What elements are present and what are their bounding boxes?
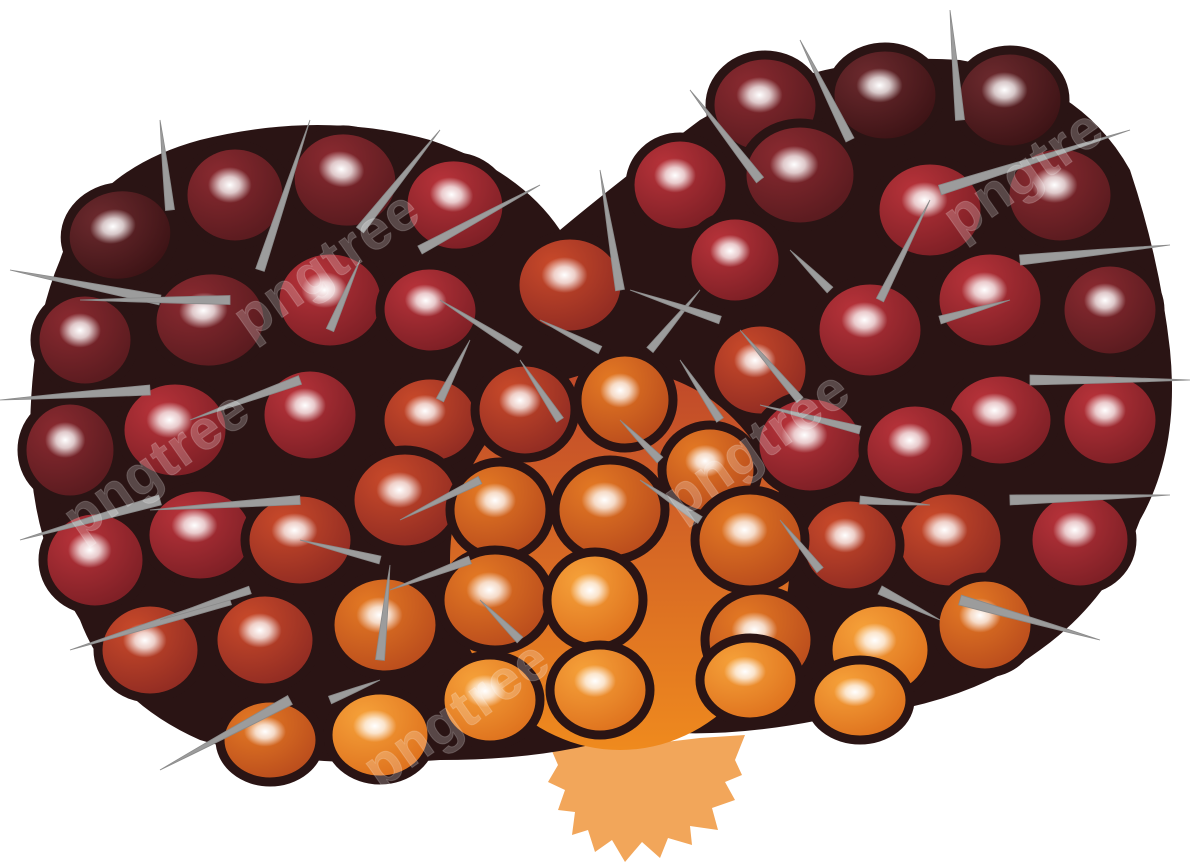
spine-thorn — [355, 129, 441, 234]
spine-thorn — [759, 404, 862, 435]
spine-thorn — [938, 299, 1011, 325]
palm-fruit — [795, 492, 905, 598]
spine-thorn — [159, 585, 252, 621]
palm-fruit-body — [542, 547, 648, 653]
spine-thorn — [619, 419, 664, 464]
spine-thorn — [958, 594, 1101, 641]
spine-thorn — [417, 184, 541, 255]
palm-fruit — [510, 230, 630, 340]
spine-thorn — [859, 495, 931, 506]
spine-thorn — [639, 479, 703, 524]
spine-thorn — [439, 299, 523, 354]
spine-thorn — [399, 475, 483, 521]
palm-fruit — [1055, 367, 1165, 473]
spine-thorn — [539, 319, 603, 355]
spine-thorn — [799, 39, 855, 143]
palm-fruit-body — [572, 347, 678, 453]
spine-cluster — [0, 9, 1191, 771]
spine-thorn — [255, 119, 311, 272]
stalk-shape — [545, 735, 745, 862]
palm-fruit-body — [510, 230, 630, 340]
palm-fruit-body — [470, 357, 580, 463]
palm-fruit — [445, 457, 555, 563]
spine-thorn — [875, 199, 931, 303]
spine-thorn — [877, 585, 941, 621]
spine-thorn — [599, 169, 625, 292]
spine-thorn — [1029, 374, 1191, 386]
palm-fruit — [545, 640, 655, 740]
spine-thorn — [435, 339, 471, 403]
palm-fruit — [1055, 257, 1165, 363]
palm-fruit — [208, 587, 322, 693]
palm-fruit — [682, 210, 788, 310]
spine-thorn — [159, 119, 175, 211]
spine-thorn — [327, 679, 381, 705]
spine-thorn — [679, 359, 724, 423]
palm-fruit — [470, 357, 580, 463]
palm-fruit-body — [930, 245, 1050, 355]
palm-fruit-body — [208, 587, 322, 693]
palm-fruit — [930, 572, 1040, 678]
spine-thorn — [779, 519, 824, 574]
palm-fruit-body — [930, 572, 1040, 678]
spine-thorn — [79, 295, 231, 305]
spine-thorn — [189, 375, 303, 421]
palm-fruit — [542, 547, 648, 653]
palm-fruit-body — [795, 492, 905, 598]
spine-thorn — [149, 495, 301, 511]
spine-thorn — [325, 259, 361, 333]
spine-thorn — [0, 384, 151, 401]
palm-fruit-body — [1023, 485, 1137, 595]
palm-fruit-body — [255, 362, 365, 468]
spine-thorn — [9, 269, 162, 306]
palm-fruit — [695, 633, 805, 727]
palm-fruit — [858, 397, 972, 503]
spine-thorn — [19, 494, 162, 541]
spine-thorn — [389, 555, 472, 591]
spine-thorn — [789, 249, 834, 294]
palm-fruit-body — [858, 397, 972, 503]
palm-fruit-body — [1055, 257, 1165, 363]
palm-fruit-body — [545, 640, 655, 740]
palm-fruit-body — [695, 633, 805, 727]
palm-fruit-body — [682, 210, 788, 310]
palm-fruit — [1023, 485, 1137, 595]
palm-fruit — [255, 362, 365, 468]
palm-fruit-body — [805, 655, 915, 745]
spine-thorn — [299, 539, 382, 565]
spine-thorn — [519, 359, 564, 423]
palm-fruit-body — [445, 457, 555, 563]
palm-fruit — [550, 455, 670, 565]
spine-thorn — [629, 289, 722, 325]
spine-thorn — [375, 564, 391, 661]
palm-fruit — [30, 287, 140, 393]
palm-fruit-body — [1055, 367, 1165, 473]
spine-thorn — [1009, 494, 1171, 506]
palm-fruit-body — [550, 455, 670, 565]
palm-fruit — [930, 245, 1050, 355]
spine-thorn — [159, 695, 293, 771]
spine-thorn — [949, 9, 965, 121]
palm-fruit — [805, 655, 915, 745]
palm-fruit-body — [810, 275, 930, 385]
palm-fruit-body — [30, 287, 140, 393]
palm-fruit — [572, 347, 678, 453]
spine-thorn — [739, 329, 804, 404]
spine-thorn — [689, 89, 765, 184]
spine-thorn — [479, 599, 524, 644]
spine-thorn — [937, 129, 1131, 196]
spine-thorn — [1019, 244, 1171, 266]
palm-fruit — [810, 275, 930, 385]
